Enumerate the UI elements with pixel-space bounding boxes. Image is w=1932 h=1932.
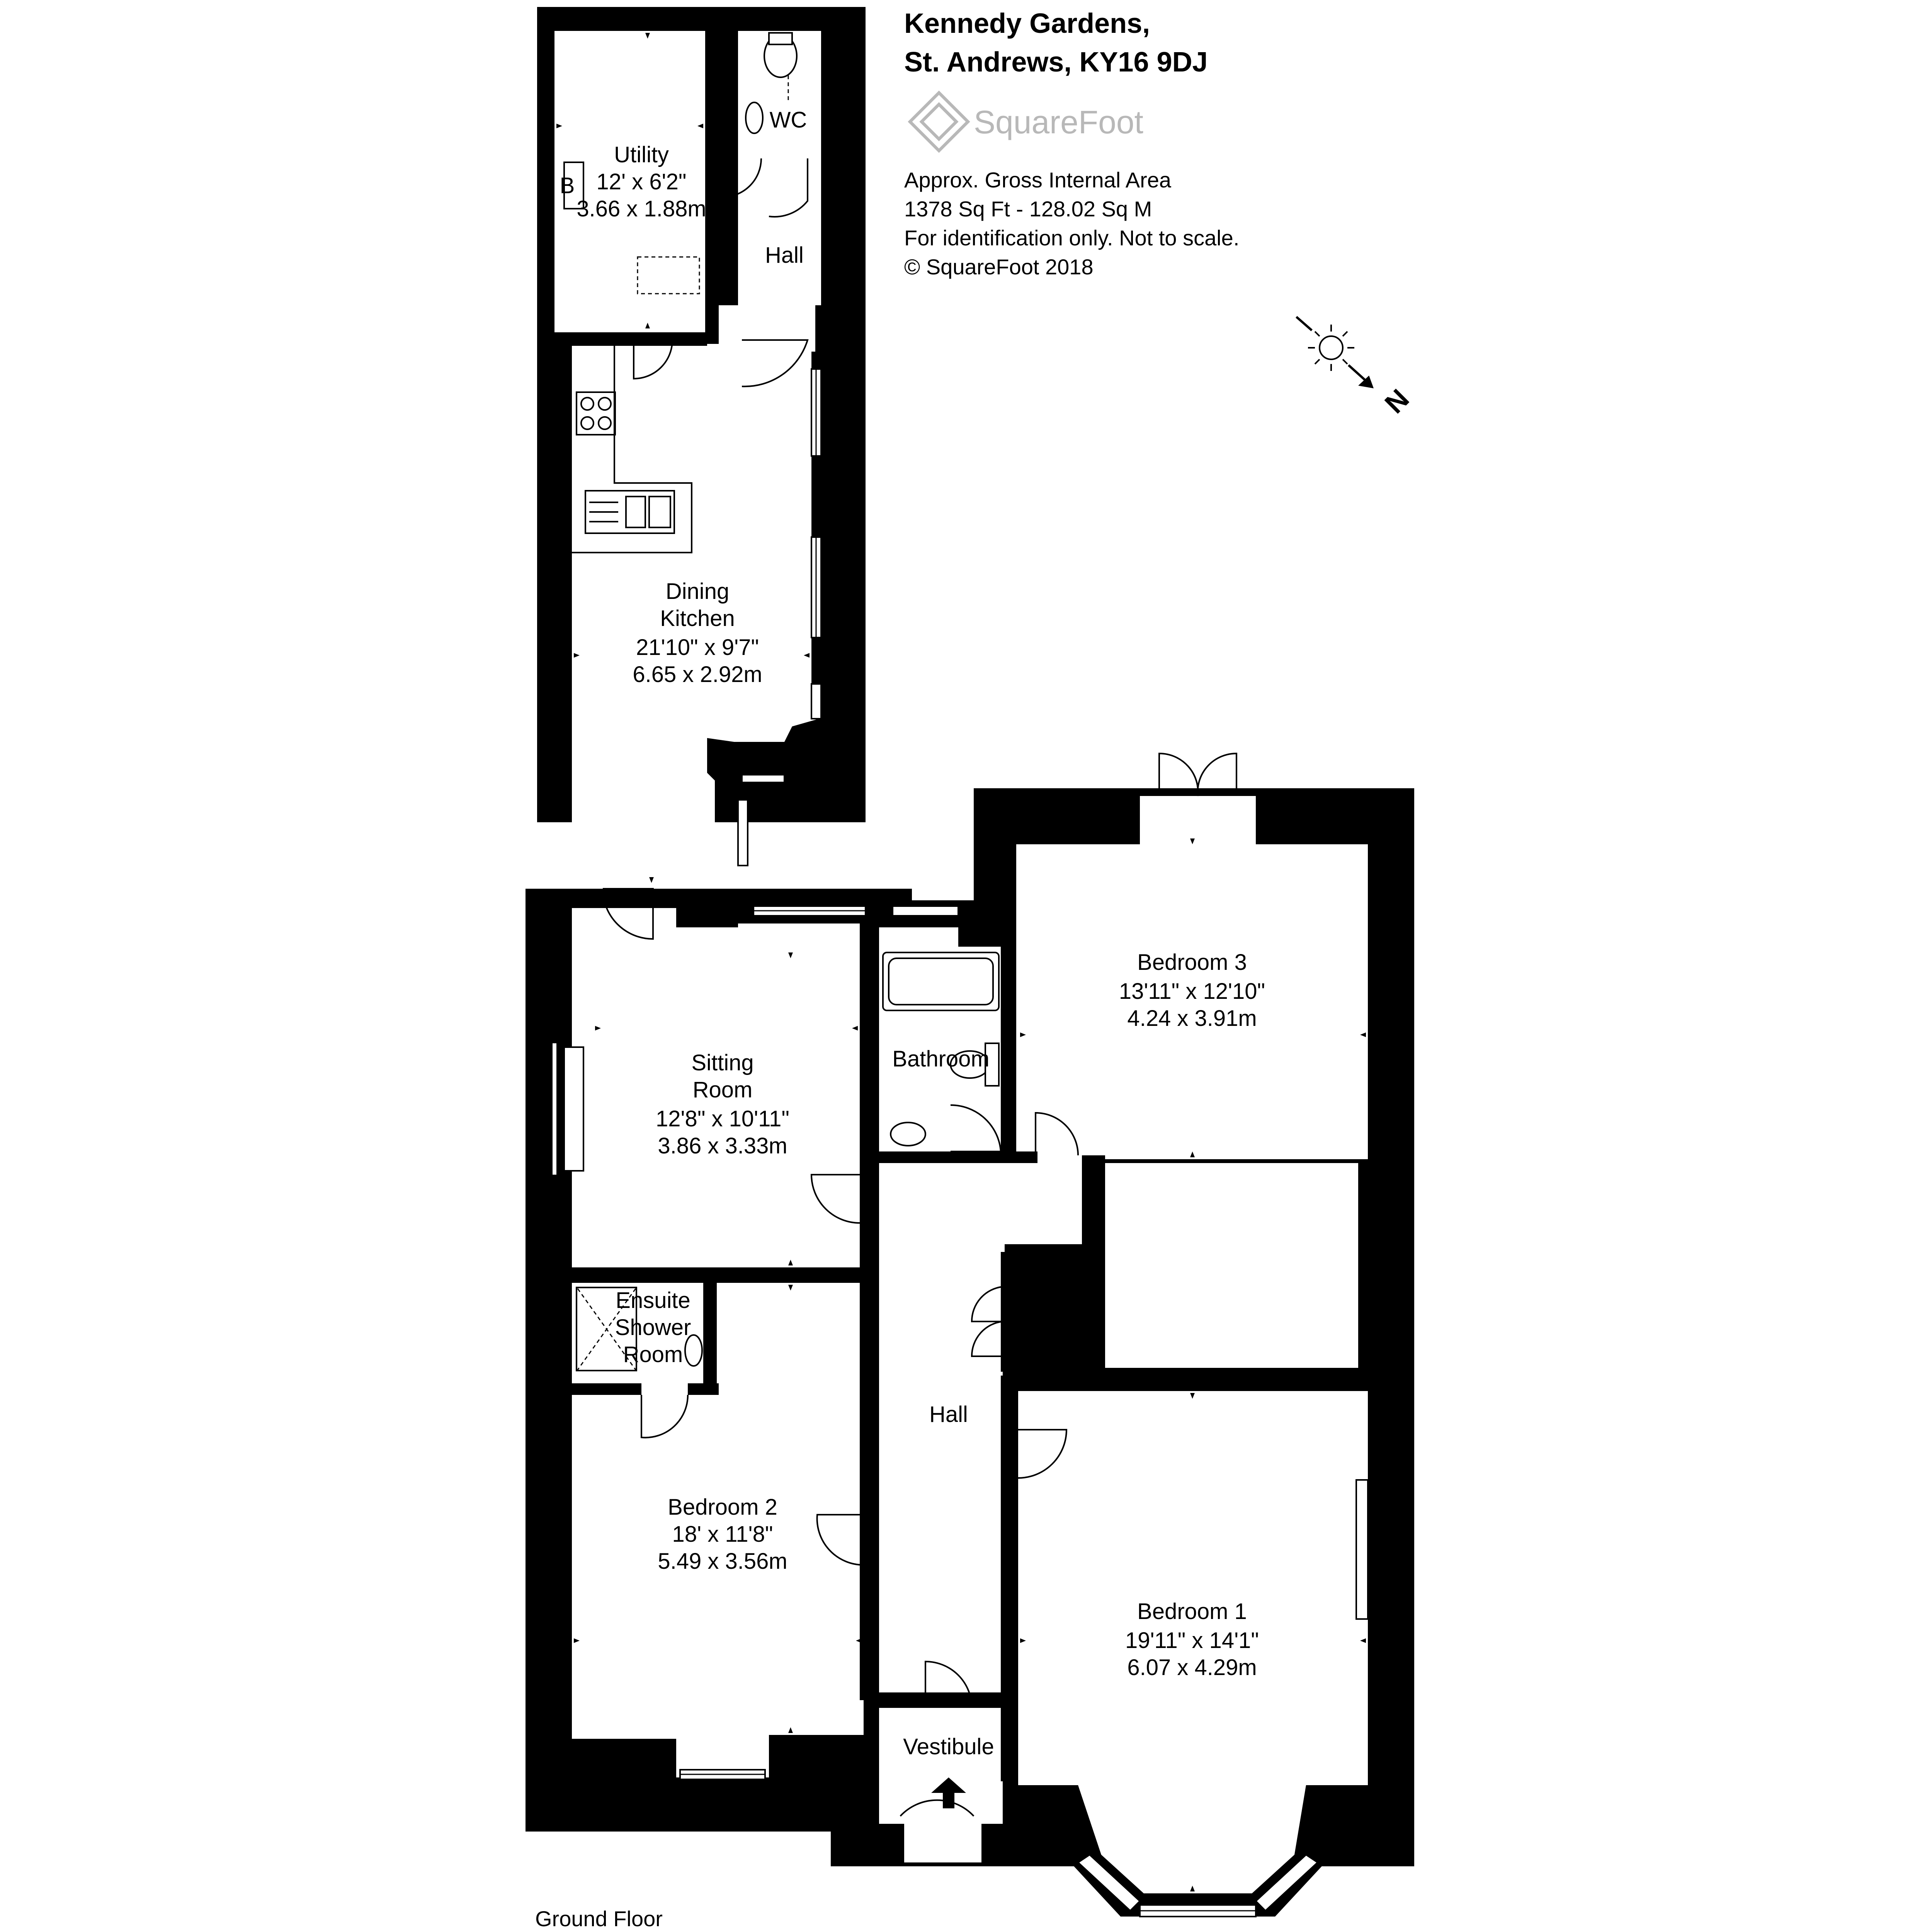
floor-label: Ground Floor [535,1906,663,1931]
squarefoot-logo-icon [908,90,970,153]
north-label: N [1379,383,1415,419]
hall-name: Hall [929,1402,968,1427]
fixtures [563,32,1000,1371]
windows [563,368,1369,1917]
rear-hall [738,158,821,340]
area-title: Approx. Gross Internal Area [904,168,1172,192]
kitchen-metric: 6.65 x 2.92m [633,662,762,687]
vestibule-room [879,1708,1003,1824]
interior-walls [545,15,1389,1781]
bedroom2-metric: 5.49 x 3.56m [658,1549,787,1574]
dining-kitchen [572,344,819,889]
dimension-markers [556,33,1366,1891]
sitting-name-2: Room [693,1077,753,1102]
doors [602,158,1237,1817]
bath-icon [882,952,1000,1011]
basin-icon [890,1122,926,1146]
sun-compass-icon [1296,316,1374,388]
copyright: © SquareFoot 2018 [904,255,1094,279]
boiler-label: B [560,173,575,198]
hob-icon [576,391,616,435]
ensuite-name-3: Room [623,1342,683,1367]
bedroom1-imperial: 19'11" x 14'1" [1125,1628,1259,1653]
ensuite-name-1: Ensuite [616,1288,690,1313]
kitchen-name-1: Dining [666,579,729,604]
appliance-outline-icon [637,256,700,294]
bedroom-2 [572,1283,864,1777]
main-hall [879,1151,1086,1692]
area-value: 1378 Sq Ft - 128.02 Sq M [904,197,1152,221]
rear-hall-name: Hall [765,243,804,268]
bedroom3-metric: 4.24 x 3.91m [1127,1006,1257,1031]
room-labels: Utility 12' x 6'2" 3.66 x 1.88m B WC Hal… [560,107,1265,1759]
entrance-arrow-icon [931,1777,966,1808]
bedroom1-name: Bedroom 1 [1137,1599,1247,1624]
utility-imperial: 12' x 6'2" [597,169,687,194]
address-line-2: St. Andrews, KY16 9DJ [904,47,1208,78]
bedroom2-name: Bedroom 2 [668,1495,777,1520]
bathroom-name: Bathroom [892,1046,989,1071]
wc-name: WC [770,107,807,133]
utility-name: Utility [614,142,669,167]
bedroom-1 [1018,1391,1368,1893]
kitchen-imperial: 21'10" x 9'7" [636,635,759,660]
sitting-metric: 3.86 x 3.33m [658,1133,787,1158]
basin-icon [684,1334,703,1367]
bedroom1-metric: 6.07 x 4.29m [1127,1655,1257,1680]
sitting-name-1: Sitting [691,1050,753,1075]
kitchen-name-2: Kitchen [660,606,735,631]
bedroom-3 [1016,796,1368,1159]
disclaimer: For identification only. Not to scale. [904,226,1239,250]
bedroom2-imperial: 18' x 11'8" [672,1522,773,1547]
ensuite-name-2: Shower [615,1315,691,1340]
brand-name: SquareFoot [974,104,1143,140]
bedroom3-imperial: 13'11" x 12'10" [1119,979,1265,1004]
bedroom3-name: Bedroom 3 [1137,950,1247,975]
utility-metric: 3.66 x 1.88m [577,196,706,221]
sitting-room [572,908,860,1267]
address-line-1: Kennedy Gardens, [904,8,1150,39]
basin-icon [745,102,764,134]
vestibule-name: Vestibule [903,1734,994,1759]
sitting-imperial: 12'8" x 10'11" [656,1106,789,1131]
